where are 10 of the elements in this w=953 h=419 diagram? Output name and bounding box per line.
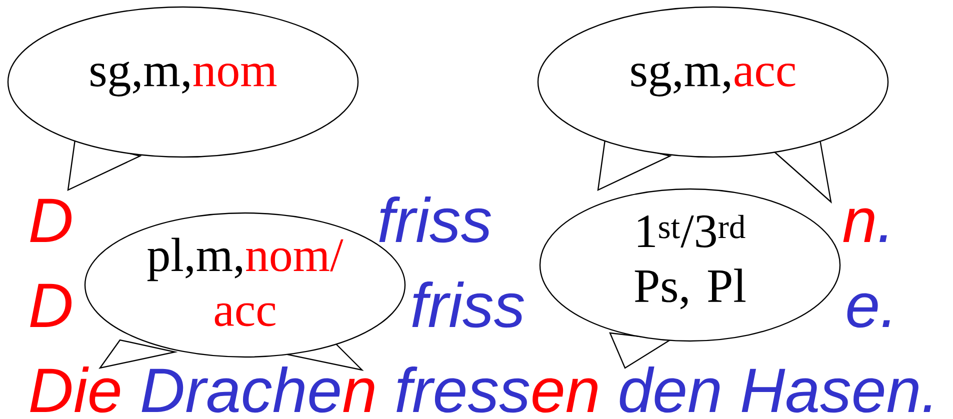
sentence-fragment: e. bbox=[847, 293, 890, 328]
speech-bubble: sg,m,acc bbox=[537, 6, 889, 204]
sentence-fragment: D bbox=[30, 284, 72, 327]
sentence-fragment: friss bbox=[412, 282, 524, 328]
sentence-fragment: D bbox=[30, 198, 72, 242]
label: en bbox=[532, 378, 598, 413]
speech-bubble: sg,m,nom bbox=[7, 6, 359, 192]
label: n bbox=[343, 378, 374, 412]
label: den Hasen. bbox=[620, 366, 931, 413]
sentence-fragment: n. bbox=[843, 208, 887, 242]
